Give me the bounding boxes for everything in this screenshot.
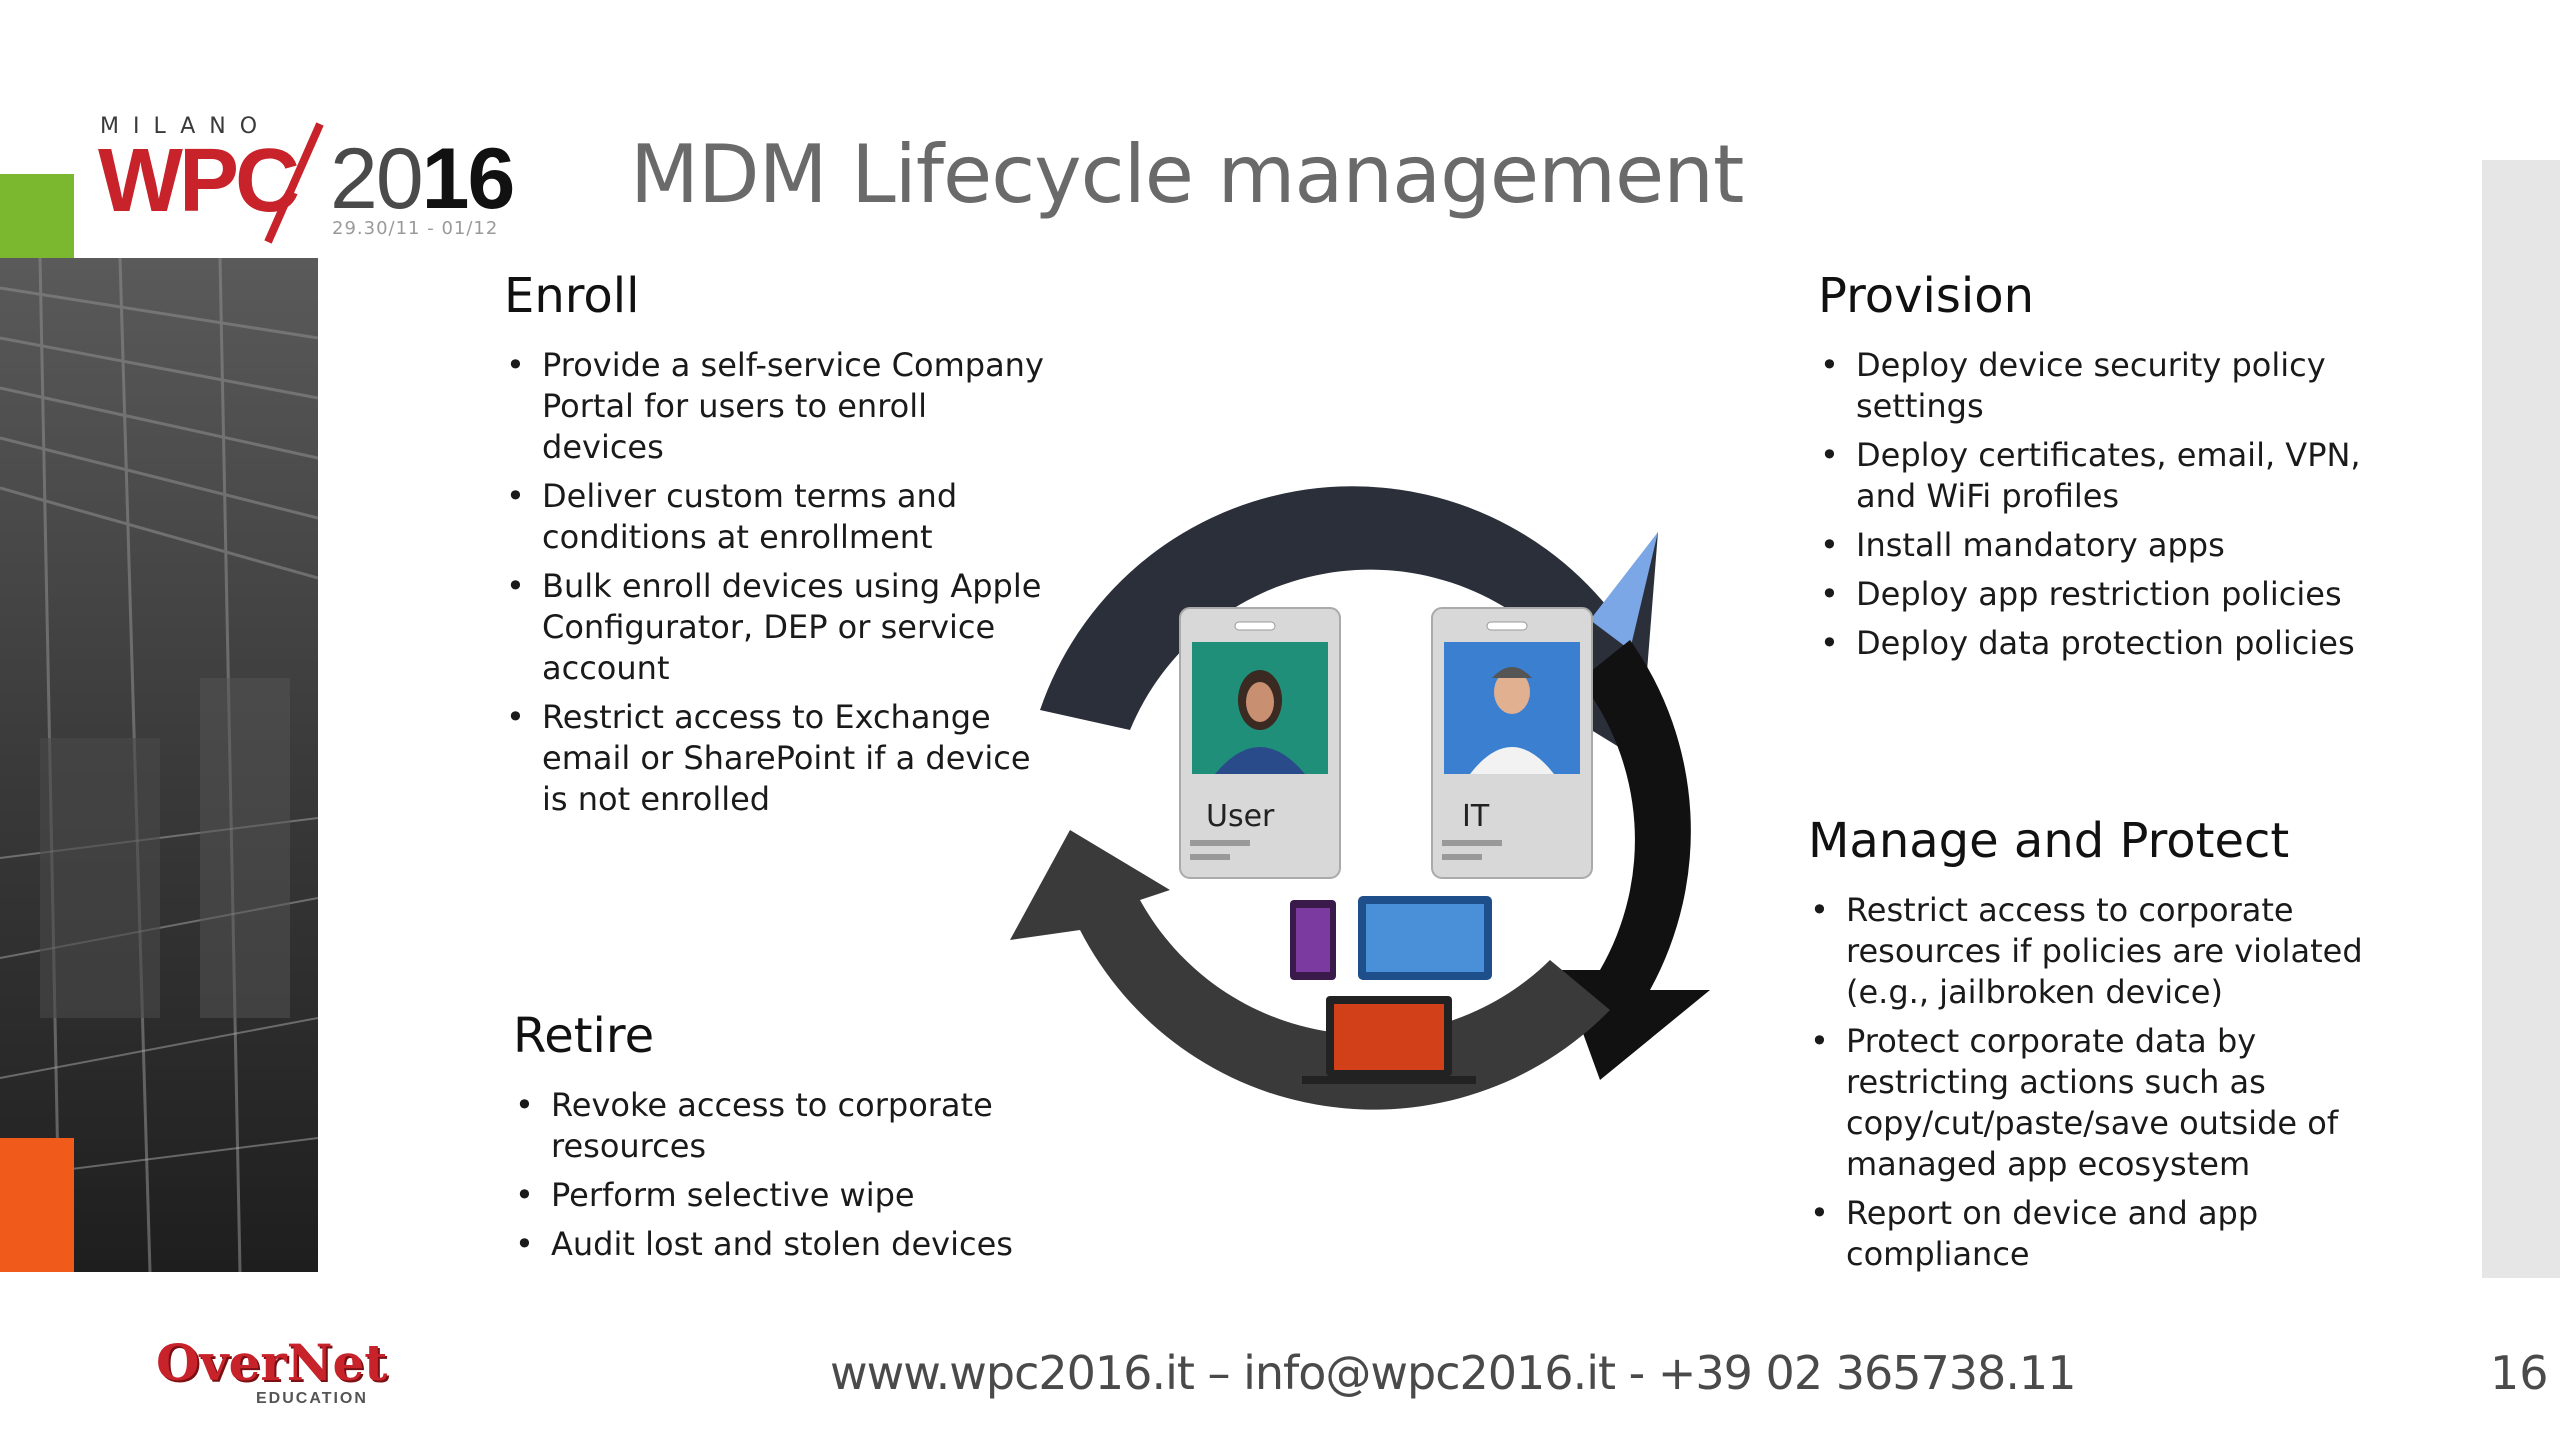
list-item: Perform selective wipe (513, 1175, 1053, 1216)
overnet-logo: OverNet EDUCATION (156, 1333, 388, 1408)
lifecycle-diagram: User IT (990, 430, 1770, 1190)
list-item: Install mandatory apps (1818, 525, 2378, 566)
provision-list: Deploy device security policy settings D… (1818, 345, 2378, 672)
footer-contact: www.wpc2016.it – info@wpc2016.it - +39 0… (830, 1346, 2076, 1400)
background-photo (0, 258, 318, 1272)
user-badge-icon (1179, 607, 1341, 879)
enroll-heading: Enroll (504, 268, 640, 324)
list-item: Restrict access to Exchange email or Sha… (504, 697, 1044, 820)
list-item: Deliver custom terms and conditions at e… (504, 476, 1044, 558)
list-item: Deploy data protection policies (1818, 623, 2378, 664)
user-label: User (1206, 799, 1275, 834)
green-accent-bar (0, 174, 74, 258)
logo-brand: WPC (98, 131, 300, 231)
logo-slash-icon (264, 122, 324, 244)
tablet-icon (1358, 896, 1492, 980)
phone-icon (1290, 900, 1336, 980)
overnet-sub: EDUCATION (256, 1390, 368, 1407)
list-item: Audit lost and stolen devices (513, 1224, 1053, 1265)
list-item: Deploy device security policy settings (1818, 345, 2378, 427)
provision-heading: Provision (1818, 268, 2035, 324)
it-label: IT (1462, 799, 1490, 834)
enroll-list: Provide a self-service Company Portal fo… (504, 345, 1044, 828)
it-badge-icon (1431, 607, 1593, 879)
retire-list: Revoke access to corporate resources Per… (513, 1085, 1053, 1273)
retire-heading: Retire (513, 1008, 655, 1064)
logo-city: MILANO (100, 114, 272, 139)
right-side-panel (2482, 160, 2560, 1278)
list-item: Restrict access to corporate resources i… (1808, 890, 2368, 1013)
logo-year: 2016 (330, 131, 515, 227)
wpc-logo: MILANO WPC 2016 29.30/11 - 01/12 (92, 114, 532, 244)
list-item: Protect corporate data by restricting ac… (1808, 1021, 2368, 1185)
list-item: Report on device and app compliance (1808, 1193, 2368, 1275)
overnet-name: OverNet (156, 1333, 388, 1392)
list-item: Deploy app restriction policies (1818, 574, 2378, 615)
slide-title: MDM Lifecycle management (630, 128, 1744, 221)
logo-dates: 29.30/11 - 01/12 (332, 218, 499, 239)
list-item: Bulk enroll devices using Apple Configur… (504, 566, 1044, 689)
list-item: Deploy certificates, email, VPN, and WiF… (1818, 435, 2378, 517)
laptop-icon (1302, 996, 1476, 1084)
cycle-arrows-icon (1010, 486, 1710, 1110)
list-item: Provide a self-service Company Portal fo… (504, 345, 1044, 468)
orange-accent-bar (0, 1138, 74, 1272)
page-number: 16 (2490, 1346, 2549, 1400)
list-item: Revoke access to corporate resources (513, 1085, 1053, 1167)
manage-protect-list: Restrict access to corporate resources i… (1808, 890, 2368, 1283)
manage-protect-heading: Manage and Protect (1808, 813, 2290, 869)
